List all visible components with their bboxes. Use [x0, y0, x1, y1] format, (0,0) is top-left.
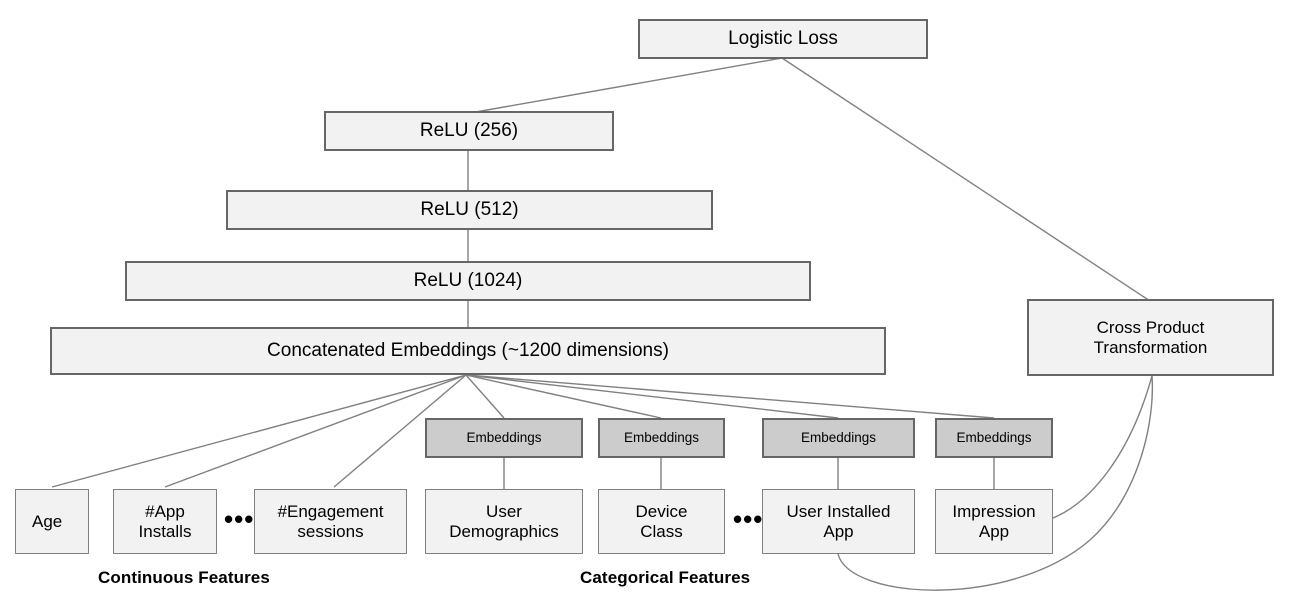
node-logistic-loss: Logistic Loss [638, 19, 928, 59]
node-feature-engagement-line2: sessions [297, 521, 364, 541]
node-feature-engagement-sessions: #Engagement sessions [254, 489, 407, 554]
node-feature-age: Age [15, 489, 89, 554]
node-feature-impression-app: Impression App [935, 489, 1053, 554]
node-feature-app-installs-line1: #App [145, 501, 185, 521]
ellipsis-categorical-features: ••• [733, 504, 764, 534]
node-relu-256: ReLU (256) [324, 111, 614, 151]
node-feature-user-installed-app: User Installed App [762, 489, 915, 554]
node-feature-device-class: Device Class [598, 489, 725, 554]
group-label-continuous-features: Continuous Features [98, 568, 270, 587]
node-embedding-user-installed-app: Embeddings [762, 418, 915, 458]
edge-concat-to-age [51, 374, 467, 488]
node-concatenated-embeddings-label: Concatenated Embeddings (~1200 dimension… [267, 339, 669, 361]
node-feature-user-demographics-line1: User [486, 501, 522, 521]
node-feature-app-installs-line2: Installs [138, 521, 192, 541]
ellipsis-continuous-features: ••• [224, 504, 255, 534]
group-label-categorical-features: Categorical Features [580, 568, 751, 587]
edge-concat-to-emb-device [465, 374, 662, 419]
node-embedding-device-class: Embeddings [598, 418, 725, 458]
node-embedding-1-label: Embeddings [466, 430, 542, 446]
edge-concat-to-app-installs [164, 374, 467, 488]
node-relu-512-label: ReLU (512) [420, 198, 519, 220]
node-embedding-impression-app: Embeddings [935, 418, 1053, 458]
node-feature-user-installed-app-line2: App [823, 521, 854, 541]
node-cross-product-line2: Transformation [1093, 337, 1208, 357]
node-embedding-3-label: Embeddings [800, 430, 877, 446]
node-embedding-4-label: Embeddings [956, 430, 1032, 446]
node-embedding-user-demographics: Embeddings [425, 418, 583, 458]
edge-concat-to-emb-impression [465, 374, 995, 419]
node-cross-product-line1: Cross Product [1096, 317, 1205, 337]
node-relu-1024: ReLU (1024) [125, 261, 811, 301]
edge-loss-to-cross-product [781, 57, 1151, 302]
edge-concat-to-emb-demographics [465, 374, 505, 419]
node-feature-user-installed-app-line1: User Installed [786, 501, 891, 521]
node-feature-device-class-line1: Device [635, 501, 688, 521]
node-feature-user-demographics-line2: Demographics [449, 521, 559, 541]
node-feature-engagement-line1: #Engagement [277, 501, 384, 521]
node-feature-age-label: Age [32, 511, 63, 531]
node-feature-app-installs: #App Installs [113, 489, 217, 554]
node-feature-device-class-line2: Class [640, 521, 683, 541]
node-feature-impression-app-line2: App [978, 521, 1010, 541]
node-relu-512: ReLU (512) [226, 190, 713, 230]
node-feature-user-demographics: User Demographics [425, 489, 583, 554]
node-relu-1024-label: ReLU (1024) [413, 269, 523, 291]
node-relu-256-label: ReLU (256) [419, 119, 519, 141]
edge-loss-to-relu256 [469, 57, 783, 114]
edge-installed-app-to-cross-product [837, 375, 1154, 591]
edge-impression-app-to-cross-product [1047, 375, 1153, 521]
edge-concat-to-emb-installed-app [465, 374, 839, 419]
node-concatenated-embeddings: Concatenated Embeddings (~1200 dimension… [50, 327, 886, 375]
node-cross-product-transformation: Cross Product Transformation [1027, 299, 1274, 376]
node-feature-impression-app-line1: Impression [952, 501, 1036, 521]
node-embedding-2-label: Embeddings [623, 430, 700, 446]
node-logistic-loss-label: Logistic Loss [728, 27, 838, 49]
